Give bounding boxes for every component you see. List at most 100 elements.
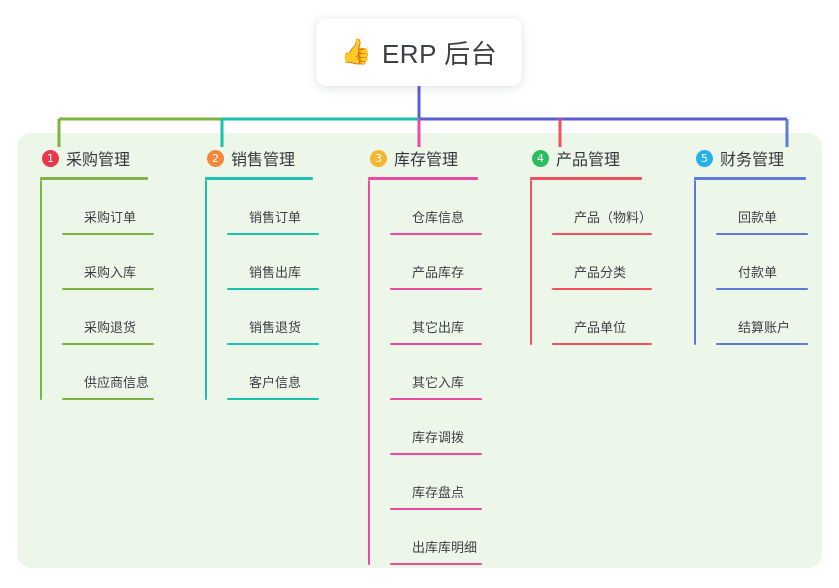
leaf-item-underline xyxy=(62,288,154,290)
leaf-item-label: 结算账户 xyxy=(738,320,791,335)
branch-badge-3: 3 xyxy=(370,149,387,167)
branch-title-5: 财务管理 xyxy=(720,152,785,169)
leaf-item[interactable]: 采购退货 xyxy=(62,290,154,345)
branch-underline-4 xyxy=(530,177,642,180)
branch-badge-5: 5 xyxy=(696,149,713,167)
leaf-item-underline xyxy=(227,398,319,400)
leaf-item[interactable]: 库存盘点 xyxy=(390,455,482,510)
leaf-item-label: 销售退货 xyxy=(249,320,302,335)
branch-spine-4 xyxy=(530,180,532,345)
leaf-item-label: 库存盘点 xyxy=(412,485,465,500)
leaf-item-label: 产品单位 xyxy=(574,320,627,335)
leaf-item[interactable]: 采购入库 xyxy=(62,235,154,290)
leaf-item-label: 其它出库 xyxy=(412,320,465,335)
leaf-item-underline xyxy=(227,343,319,345)
leaf-item-label: 付款单 xyxy=(738,265,778,280)
branch-column-2: 2 销售管理销售订单销售出库销售退货客户信息 xyxy=(205,145,319,400)
branch-header-4[interactable]: 4 产品管理 xyxy=(530,145,642,171)
leaf-item[interactable]: 仓库信息 xyxy=(390,180,482,235)
root-title: ERP 后台 xyxy=(381,38,498,69)
leaf-item-label: 回款单 xyxy=(738,210,778,225)
branch-header-1[interactable]: 1 采购管理 xyxy=(40,145,148,171)
leaf-item-underline xyxy=(227,288,319,290)
leaf-item[interactable]: 供应商信息 xyxy=(62,345,154,400)
leaf-item[interactable]: 其它出库 xyxy=(390,290,482,345)
branch-header-3[interactable]: 3 库存管理 xyxy=(368,145,478,171)
branch-column-5: 5 财务管理回款单付款单结算账户 xyxy=(694,145,808,345)
leaf-item-underline xyxy=(62,343,154,345)
leaf-item-label: 出库库明细 xyxy=(412,540,478,555)
leaf-item[interactable]: 销售退货 xyxy=(227,290,319,345)
leaf-item-underline xyxy=(390,233,482,235)
leaf-item-underline xyxy=(390,453,482,455)
branch-items-4: 产品（物料） 产品分类产品单位 xyxy=(530,180,652,345)
leaf-item[interactable]: 结算账户 xyxy=(716,290,808,345)
branch-title-1: 采购管理 xyxy=(66,152,131,169)
branch-badge-1: 1 xyxy=(42,149,59,167)
background-panel xyxy=(17,133,822,568)
root-node[interactable]: 👍 ERP 后台 xyxy=(316,18,522,86)
branch-items-5: 回款单付款单结算账户 xyxy=(694,180,808,345)
leaf-item-underline xyxy=(390,563,482,565)
leaf-item-label: 仓库信息 xyxy=(412,210,465,225)
leaf-item-label: 供应商信息 xyxy=(84,375,150,390)
leaf-item-label: 采购退货 xyxy=(84,320,137,335)
branch-underline-5 xyxy=(694,177,806,180)
branch-title-2: 销售管理 xyxy=(231,152,296,169)
branch-underline-1 xyxy=(40,177,148,180)
leaf-item-underline xyxy=(390,343,482,345)
leaf-item[interactable]: 库存调拨 xyxy=(390,400,482,455)
leaf-item-underline xyxy=(227,233,319,235)
leaf-item[interactable]: 销售出库 xyxy=(227,235,319,290)
leaf-item[interactable]: 客户信息 xyxy=(227,345,319,400)
leaf-item-label: 库存调拨 xyxy=(412,430,465,445)
leaf-item-underline xyxy=(716,288,808,290)
leaf-item[interactable]: 销售订单 xyxy=(227,180,319,235)
branch-badge-2: 2 xyxy=(207,149,224,167)
branch-items-2: 销售订单销售出库销售退货客户信息 xyxy=(205,180,319,400)
branch-underline-2 xyxy=(205,177,313,180)
branch-title-4: 产品管理 xyxy=(556,152,621,169)
branch-title-3: 库存管理 xyxy=(394,152,459,169)
leaf-item-underline xyxy=(390,508,482,510)
branch-header-5[interactable]: 5 财务管理 xyxy=(694,145,806,171)
branch-spine-5 xyxy=(694,180,696,345)
leaf-item-label: 客户信息 xyxy=(249,375,302,390)
branch-header-2[interactable]: 2 销售管理 xyxy=(205,145,313,171)
leaf-item-underline xyxy=(552,233,652,235)
branch-badge-4: 4 xyxy=(532,149,549,167)
leaf-item-underline xyxy=(716,343,808,345)
branch-column-3: 3 库存管理仓库信息产品库存其它出库其它入库库存调拨库存盘点出库库明细 xyxy=(368,145,482,565)
leaf-item[interactable]: 回款单 xyxy=(716,180,808,235)
branch-spine-1 xyxy=(40,180,42,400)
leaf-item-label: 采购入库 xyxy=(84,265,137,280)
leaf-item-label: 采购订单 xyxy=(84,210,137,225)
leaf-item[interactable]: 出库库明细 xyxy=(390,510,482,565)
leaf-item-label: 产品（物料） xyxy=(574,210,653,225)
branch-spine-3 xyxy=(368,180,370,565)
branch-items-3: 仓库信息产品库存其它出库其它入库库存调拨库存盘点出库库明细 xyxy=(368,180,482,565)
leaf-item-underline xyxy=(62,398,154,400)
leaf-item-underline xyxy=(552,343,652,345)
leaf-item-underline xyxy=(390,288,482,290)
leaf-item-underline xyxy=(716,233,808,235)
leaf-item[interactable]: 产品单位 xyxy=(552,290,652,345)
leaf-item[interactable]: 产品分类 xyxy=(552,235,652,290)
leaf-item-underline xyxy=(62,233,154,235)
leaf-item-label: 产品分类 xyxy=(574,265,627,280)
thumbs-up-icon: 👍 xyxy=(340,37,372,66)
leaf-item[interactable]: 其它入库 xyxy=(390,345,482,400)
leaf-item-label: 其它入库 xyxy=(412,375,465,390)
leaf-item-underline xyxy=(390,398,482,400)
leaf-item-label: 产品库存 xyxy=(412,265,465,280)
leaf-item[interactable]: 采购订单 xyxy=(62,180,154,235)
branch-column-1: 1 采购管理采购订单采购入库采购退货供应商信息 xyxy=(40,145,154,400)
branch-underline-3 xyxy=(368,177,478,180)
branch-column-4: 4 产品管理产品（物料） 产品分类产品单位 xyxy=(530,145,652,345)
leaf-item-label: 销售订单 xyxy=(249,210,302,225)
branch-items-1: 采购订单采购入库采购退货供应商信息 xyxy=(40,180,154,400)
leaf-item[interactable]: 付款单 xyxy=(716,235,808,290)
leaf-item[interactable]: 产品（物料） xyxy=(552,180,652,235)
leaf-item[interactable]: 产品库存 xyxy=(390,235,482,290)
